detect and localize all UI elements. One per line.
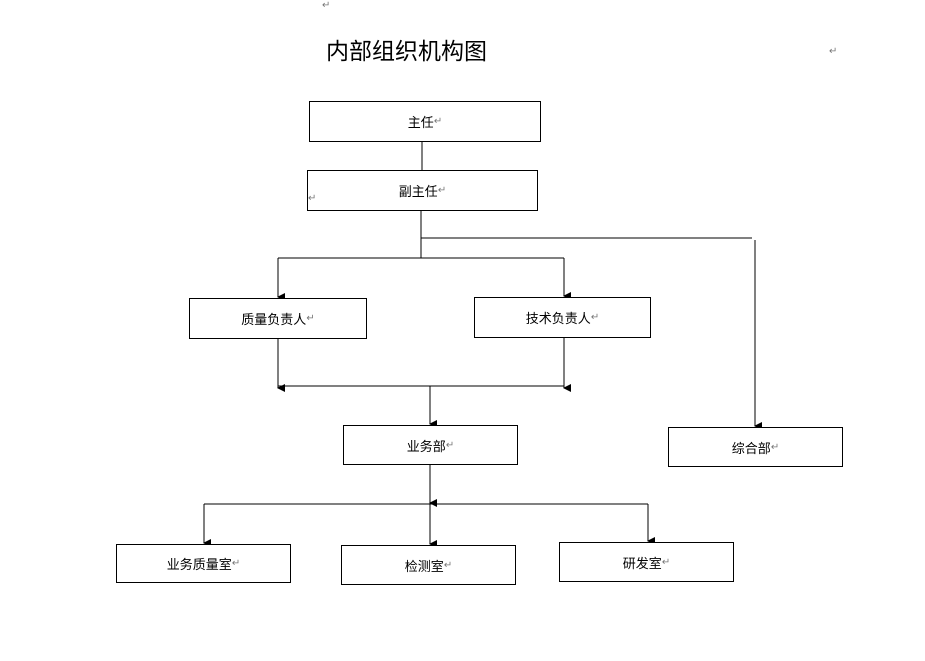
node-deputy-director: 副主任↵ ↵ [307, 170, 538, 211]
node-quality-manager: 质量负责人↵ [189, 298, 367, 339]
paragraph-mark: ↵ [829, 46, 838, 57]
node-director: 主任↵ [309, 101, 541, 142]
node-testing-office: 检测室↵ [341, 545, 516, 585]
node-rd-office: 研发室↵ [559, 542, 734, 582]
page-title: 内部组织机构图 [326, 39, 487, 65]
paragraph-mark: ↵ [322, 0, 331, 11]
node-business-dept: 业务部↵ [343, 425, 518, 465]
node-technical-manager: 技术负责人↵ [474, 297, 651, 338]
node-business-quality-office: 业务质量室↵ [116, 544, 291, 583]
node-general-dept: 综合部↵ [668, 427, 843, 467]
